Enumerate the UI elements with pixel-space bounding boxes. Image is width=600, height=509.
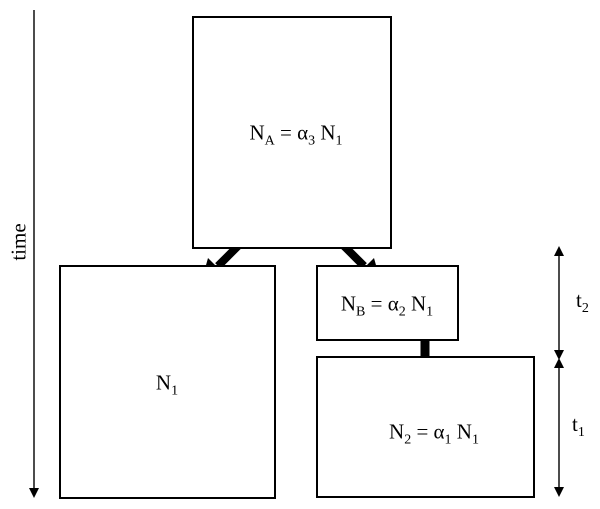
duration-t1-label: t1	[572, 412, 585, 440]
duration-t2-label: t2	[576, 288, 589, 316]
population-a-label: NA = α3 N1	[249, 120, 343, 149]
population-n1-label: N1	[155, 370, 179, 399]
t1-bracket-top-arrow	[554, 358, 564, 368]
population-n1-box	[59, 265, 276, 499]
population-n2-label: N2 = α1 N1	[389, 419, 479, 448]
time-axis-arrowhead	[29, 488, 39, 498]
t2-bracket-top-arrow	[554, 246, 564, 256]
population-a-box	[192, 16, 392, 249]
time-axis-label: time	[6, 223, 31, 261]
t1-bracket-bottom-arrow	[554, 487, 564, 497]
population-b-label: NB = α2 N1	[340, 291, 434, 320]
population-n2-box	[316, 356, 535, 498]
population-b-box	[316, 265, 459, 341]
t2-bracket-bottom-arrow	[554, 350, 564, 360]
